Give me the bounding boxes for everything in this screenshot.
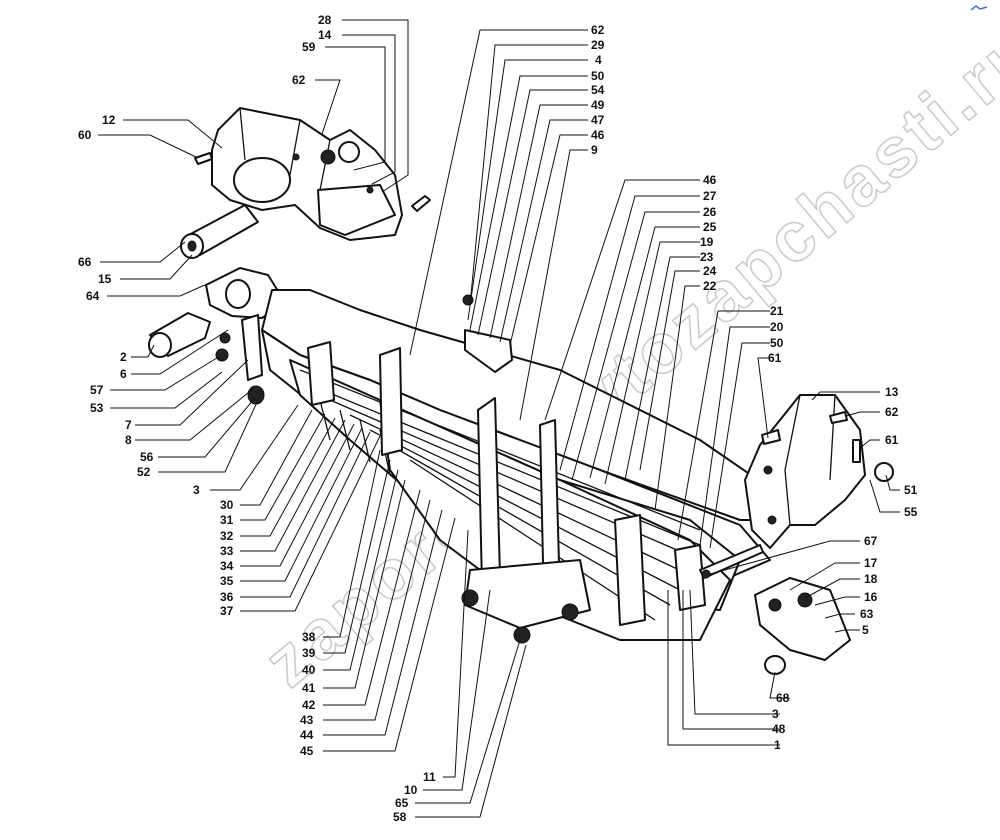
callout-62: 62 (292, 73, 306, 87)
callout-16: 16 (864, 590, 878, 604)
rear-shackle-assembly (699, 544, 851, 675)
corner-mark-icon (970, 5, 988, 11)
callout-27: 27 (703, 189, 717, 203)
callout-49: 49 (591, 98, 605, 112)
callout-53: 53 (90, 401, 104, 415)
callout-33: 33 (220, 544, 234, 558)
callout-48: 48 (772, 722, 786, 736)
bolt-62-upper (411, 195, 431, 212)
rear-bracket-assembly (744, 394, 894, 549)
callout-23: 23 (700, 250, 714, 264)
callout-35: 35 (220, 574, 234, 588)
callout-52: 52 (137, 465, 151, 479)
callout-17: 17 (864, 556, 878, 570)
callout-30: 30 (220, 498, 234, 512)
callout-24: 24 (703, 264, 717, 278)
callout-26: 26 (703, 205, 717, 219)
callout-40: 40 (302, 663, 316, 677)
callout-46: 46 (703, 173, 717, 187)
callout-13: 13 (885, 385, 899, 399)
callout-25: 25 (703, 220, 717, 234)
callout-66: 66 (78, 255, 92, 269)
front-bracket-assembly (211, 107, 403, 241)
u-bolts-and-clamp (461, 294, 591, 644)
callout-5: 5 (862, 623, 869, 637)
callout-46: 46 (591, 128, 605, 142)
callout-56: 56 (140, 450, 154, 464)
callout-45: 45 (300, 744, 314, 758)
callout-62: 62 (591, 23, 605, 37)
callout-59: 59 (302, 40, 316, 54)
callout-21: 21 (770, 304, 784, 318)
callout-11: 11 (423, 770, 436, 784)
callout-41: 41 (302, 681, 316, 695)
callout-50: 50 (770, 336, 784, 350)
callout-labels: 28 14 59 62 12 60 66 15 64 2 6 57 53 7 8… (78, 13, 918, 824)
callout-39: 39 (302, 646, 316, 660)
callout-37: 37 (220, 604, 234, 618)
callout-42: 42 (302, 698, 316, 712)
callout-43: 43 (300, 713, 314, 727)
bolt-60 (194, 152, 213, 165)
callout-51: 51 (904, 483, 918, 497)
callout-6: 6 (120, 367, 127, 381)
spring-eye-bushing (148, 267, 286, 358)
callout-22: 22 (703, 279, 717, 293)
callout-38: 38 (302, 630, 316, 644)
callout-10: 10 (404, 783, 418, 797)
callout-7: 7 (125, 418, 132, 432)
callout-68: 68 (776, 691, 790, 705)
callout-9: 9 (591, 143, 598, 157)
callout-20: 20 (770, 320, 784, 334)
callout-54: 54 (591, 83, 605, 97)
callout-4: 4 (595, 53, 602, 67)
callout-63: 63 (860, 607, 874, 621)
leader-lines (98, 19, 900, 818)
callout-44: 44 (300, 728, 314, 742)
callout-2: 2 (120, 350, 127, 364)
callout-31: 31 (220, 513, 234, 527)
callout-55: 55 (904, 505, 918, 519)
callout-12: 12 (102, 113, 116, 127)
callout-50: 50 (591, 69, 605, 83)
callout-32: 32 (220, 529, 234, 543)
callout-36: 36 (220, 590, 234, 604)
shackle-front (215, 314, 265, 405)
callout-18: 18 (864, 572, 878, 586)
callout-60: 60 (78, 128, 92, 142)
callout-3: 3 (193, 483, 200, 497)
callout-8: 8 (125, 433, 132, 447)
callout-28: 28 (318, 13, 332, 27)
callout-14: 14 (318, 28, 332, 42)
callout-57: 57 (90, 383, 104, 397)
callout-15: 15 (98, 272, 112, 286)
callout-3: 3 (772, 707, 779, 721)
callout-29: 29 (591, 38, 605, 52)
callout-58: 58 (393, 810, 407, 824)
callout-47: 47 (591, 113, 605, 127)
callout-62: 62 (885, 405, 899, 419)
callout-34: 34 (220, 559, 234, 573)
callout-1: 1 (774, 738, 781, 752)
callout-61: 61 (885, 433, 899, 447)
callout-61: 61 (768, 351, 782, 365)
callout-67: 67 (864, 534, 878, 548)
callout-64: 64 (86, 289, 100, 303)
callout-65: 65 (395, 796, 409, 810)
front-pin (180, 204, 259, 259)
callout-19: 19 (700, 235, 714, 249)
